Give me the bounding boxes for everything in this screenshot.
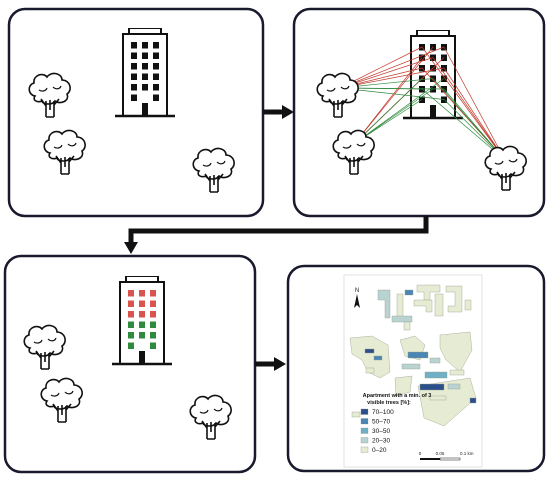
panel-2 bbox=[292, 7, 546, 218]
legend-swatch bbox=[360, 437, 369, 444]
window bbox=[139, 290, 145, 297]
legend-swatch bbox=[360, 418, 369, 425]
north-arrow-icon: N bbox=[354, 288, 360, 308]
window bbox=[131, 84, 137, 91]
window bbox=[142, 84, 148, 91]
window bbox=[150, 321, 156, 328]
window bbox=[139, 311, 145, 318]
window bbox=[150, 290, 156, 297]
window bbox=[150, 300, 156, 307]
window bbox=[150, 311, 156, 318]
legend-label: 70–100 bbox=[372, 409, 394, 416]
legend-swatch bbox=[360, 427, 369, 434]
legend-title: Apartment with a min. of 3 bbox=[363, 393, 432, 399]
legend-swatch bbox=[360, 446, 369, 453]
scale-bar: 0 0.05 0.1 km bbox=[419, 451, 474, 461]
window bbox=[139, 332, 145, 339]
window bbox=[153, 63, 159, 70]
window bbox=[153, 73, 159, 80]
window bbox=[131, 63, 137, 70]
window bbox=[139, 321, 145, 328]
north-label: N bbox=[355, 288, 359, 294]
arrow-right-icon bbox=[255, 357, 286, 371]
panel-4: N Apartment with a min. of 3 visible tre… bbox=[286, 264, 546, 473]
building-icon bbox=[115, 28, 175, 118]
panel-1 bbox=[7, 7, 265, 218]
window bbox=[153, 94, 159, 101]
scale-label: 0 bbox=[419, 451, 422, 456]
sight-line bbox=[421, 46, 506, 161]
window bbox=[131, 42, 137, 49]
sight-line bbox=[443, 67, 506, 161]
window bbox=[131, 94, 137, 101]
sight-line bbox=[354, 57, 423, 144]
building-icon bbox=[112, 276, 172, 366]
sight-line bbox=[443, 46, 506, 161]
legend-label: 30–50 bbox=[372, 428, 390, 435]
window bbox=[142, 63, 148, 70]
window bbox=[128, 290, 134, 297]
legend-label: 20–30 bbox=[372, 438, 390, 445]
arrow-down-icon bbox=[124, 216, 429, 254]
map-blocks bbox=[349, 284, 477, 427]
window bbox=[128, 321, 134, 328]
window bbox=[128, 311, 134, 318]
sight-line bbox=[354, 78, 423, 144]
window bbox=[153, 84, 159, 91]
sight-line bbox=[432, 57, 506, 161]
scale-label: 0.1 km bbox=[460, 451, 474, 456]
window bbox=[131, 73, 137, 80]
sight-line bbox=[354, 88, 434, 144]
arrow-right-icon bbox=[263, 105, 294, 119]
scale-label: 0.05 bbox=[436, 451, 445, 456]
sight-line bbox=[354, 46, 434, 144]
window bbox=[128, 342, 134, 349]
map-legend: Apartment with a min. of 3 visible trees… bbox=[360, 393, 432, 454]
window bbox=[153, 52, 159, 59]
window bbox=[128, 332, 134, 339]
window bbox=[142, 42, 148, 49]
window bbox=[153, 42, 159, 49]
panel-3 bbox=[3, 254, 257, 474]
legend-label: 50–70 bbox=[372, 419, 390, 426]
window bbox=[142, 52, 148, 59]
sight-line bbox=[354, 78, 445, 144]
window bbox=[139, 300, 145, 307]
window bbox=[150, 342, 156, 349]
sight-line bbox=[421, 88, 506, 161]
window bbox=[150, 332, 156, 339]
legend-title-2: visible trees [%]: bbox=[367, 400, 411, 406]
window bbox=[142, 73, 148, 80]
window bbox=[131, 52, 137, 59]
legend-label: 0–20 bbox=[372, 447, 387, 454]
window bbox=[128, 300, 134, 307]
legend-swatch bbox=[360, 408, 369, 415]
